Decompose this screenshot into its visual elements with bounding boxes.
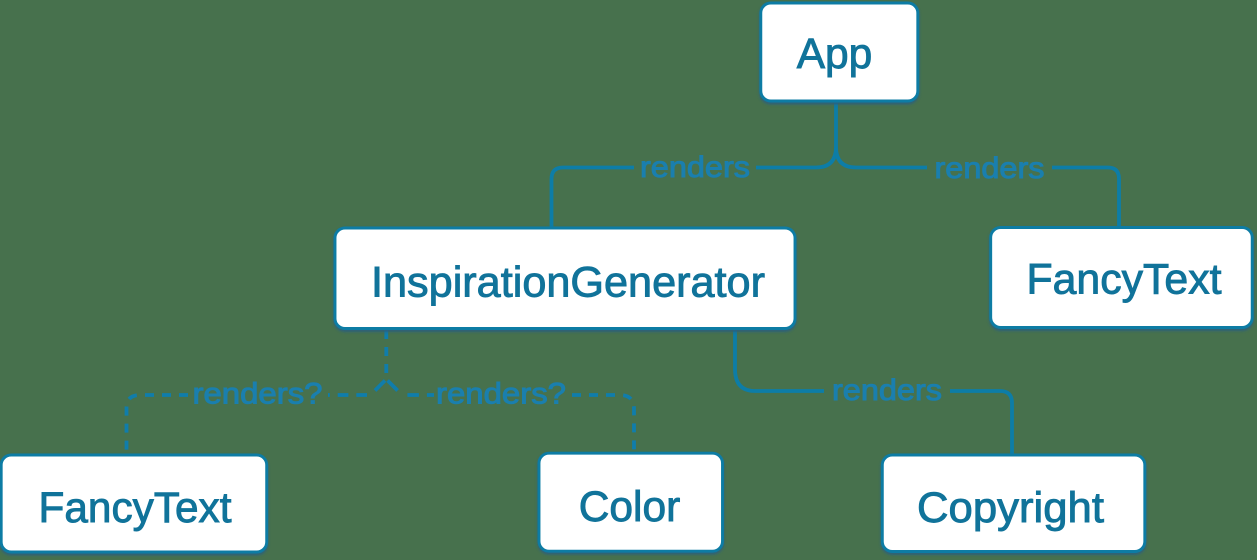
svg-text:FancyText: FancyText [1027,257,1222,304]
svg-text:renders?: renders? [193,378,323,411]
svg-text:FancyText: FancyText [39,485,232,532]
svg-text:renders: renders [640,151,750,184]
svg-text:Color: Color [579,484,681,531]
svg-text:InspirationGenerator: InspirationGenerator [371,260,765,307]
svg-text:renders: renders [832,374,942,407]
svg-text:renders: renders [935,152,1045,185]
svg-text:renders?: renders? [436,378,566,411]
svg-text:App: App [797,31,873,78]
svg-text:Copyright: Copyright [917,485,1104,532]
